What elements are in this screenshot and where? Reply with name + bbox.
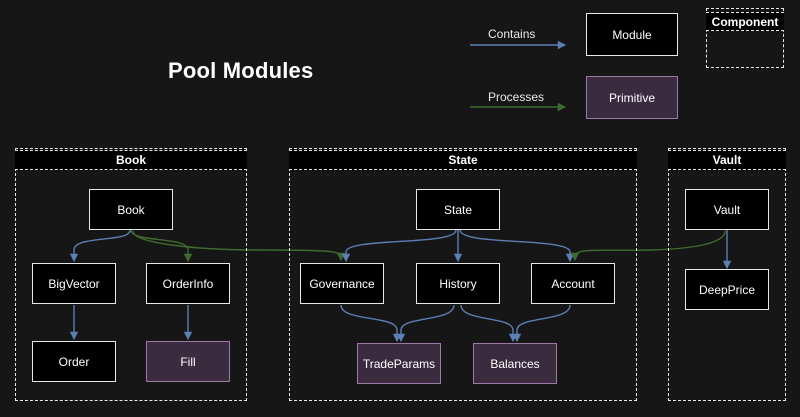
section-vault-title: Vault [668, 150, 786, 170]
node-history[interactable]: History [416, 263, 500, 304]
legend-processes-label: Processes [488, 90, 545, 104]
node-tradeparams[interactable]: TradeParams [357, 343, 441, 384]
section-state [289, 148, 637, 401]
legend-component-label: Component [706, 12, 784, 31]
node-orderinfo[interactable]: OrderInfo [146, 263, 230, 304]
node-governance[interactable]: Governance [300, 263, 384, 304]
section-book-title: Book [15, 150, 247, 170]
legend-component-box [706, 8, 784, 68]
legend-node-module: Module [586, 13, 678, 56]
node-book[interactable]: Book [89, 189, 173, 230]
legend-contains-label: Contains [488, 27, 536, 41]
node-bigvector[interactable]: BigVector [32, 263, 116, 304]
section-book [15, 148, 247, 401]
node-fill[interactable]: Fill [146, 341, 230, 382]
node-vault[interactable]: Vault [685, 189, 769, 230]
section-vault [668, 148, 786, 401]
node-state[interactable]: State [416, 189, 500, 230]
node-balances[interactable]: Balances [473, 343, 557, 384]
legend-arrow-icons [470, 40, 567, 112]
node-order[interactable]: Order [32, 341, 116, 382]
node-account[interactable]: Account [531, 263, 615, 304]
legend-node-primitive: Primitive [586, 76, 678, 119]
page-title: Pool Modules [168, 58, 314, 83]
node-deepprice[interactable]: DeepPrice [685, 269, 769, 310]
section-state-title: State [289, 150, 637, 170]
